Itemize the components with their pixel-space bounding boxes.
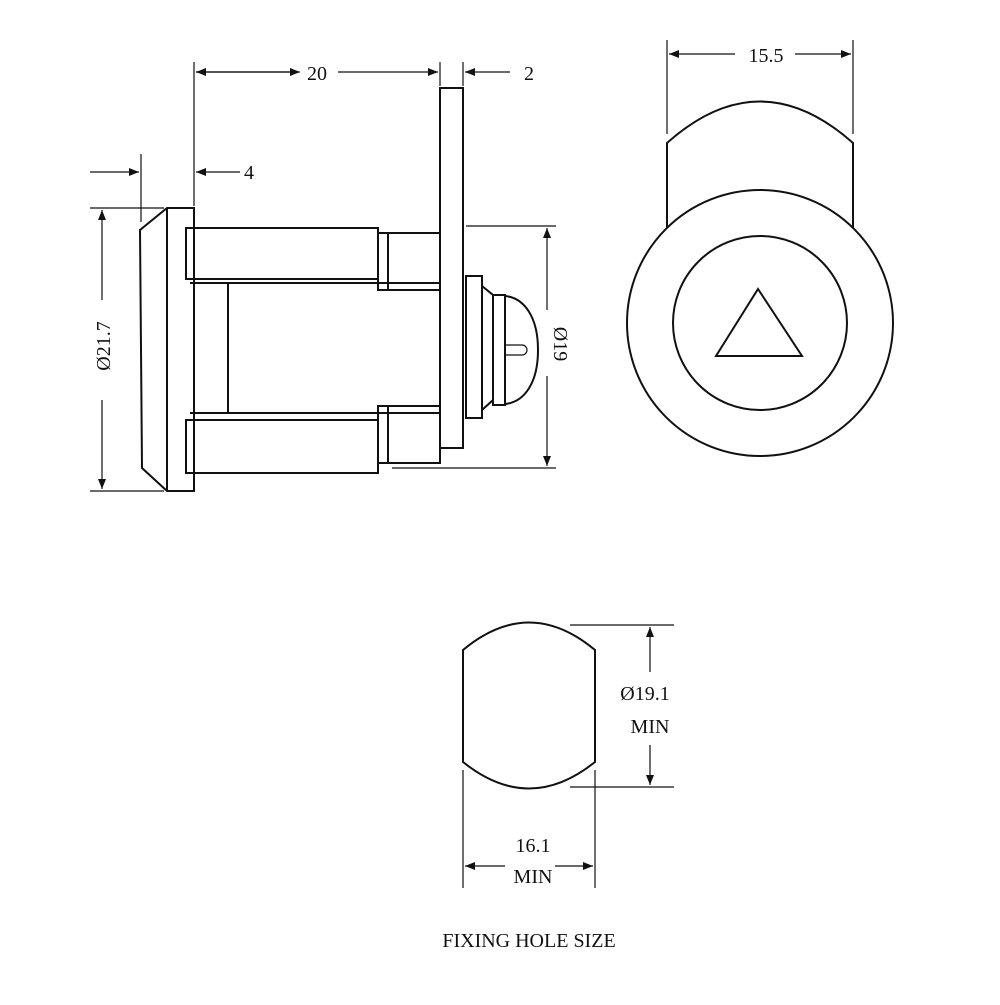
dim-head-label: 4 <box>244 162 254 184</box>
side-view: 20 2 4 Ø21.7 Ø19 <box>90 62 571 492</box>
dim-length-label: 20 <box>307 63 327 85</box>
dim-body-diameter-label: Ø19 <box>549 327 571 361</box>
dim-hole-diameter-min-label: MIN <box>631 716 670 738</box>
upper-body-bar <box>185 227 379 280</box>
fixing-hole-outline <box>462 621 596 790</box>
dim-hole-diameter-label: Ø19.1 <box>620 683 669 705</box>
mounting-flange <box>439 87 464 449</box>
cam-dome <box>504 295 540 405</box>
dim-width-label: 15.5 <box>749 45 784 67</box>
dim-flange-label: 2 <box>524 63 534 85</box>
lower-body-bar <box>185 419 379 474</box>
outer-bezel-ring <box>626 189 894 457</box>
fixing-hole-view: Ø19.1 MIN 16.1 MIN FIXING HOLE SIZE <box>442 621 674 952</box>
dim-head-diameter-label: Ø21.7 <box>93 321 115 370</box>
dim-hole-width-label: 16.1 <box>516 835 551 857</box>
cam-tab <box>666 100 854 238</box>
dim-hole-width-min-label: MIN <box>514 866 553 888</box>
front-view: 15.5 <box>626 40 894 457</box>
triangle-icon <box>714 287 804 357</box>
inner-face-ring <box>672 235 848 411</box>
nut <box>465 275 483 419</box>
fixing-hole-caption: FIXING HOLE SIZE <box>442 930 615 952</box>
